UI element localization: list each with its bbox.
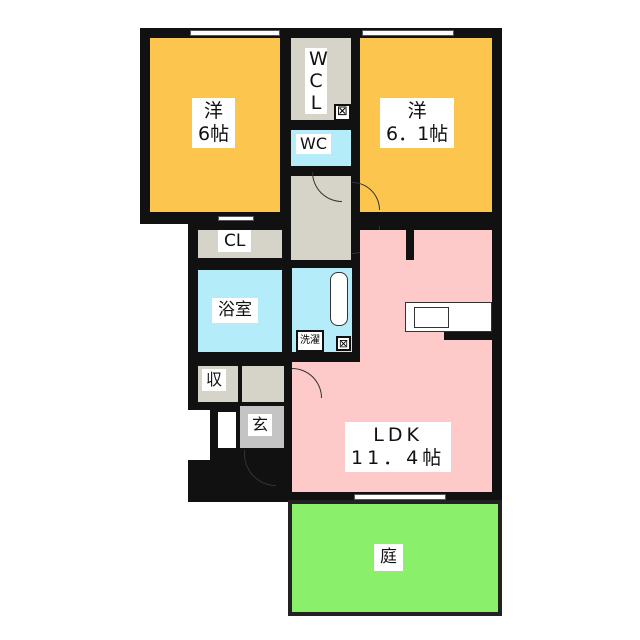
room-size: 6帖: [198, 123, 230, 145]
room-closet-label: CL: [218, 230, 252, 252]
room-name: 洋: [407, 100, 427, 122]
window: [190, 30, 280, 36]
room-entrance-label: 玄: [248, 414, 273, 436]
counter-wall: [444, 332, 492, 340]
window: [362, 30, 454, 36]
room-size: 11．4帖: [351, 447, 446, 469]
exterior-gap: [188, 410, 210, 460]
laundry-space: 洗濯: [296, 330, 324, 352]
room-bath-label: 浴室: [212, 298, 258, 323]
room-name: LDK: [373, 424, 423, 446]
wall-stub: [406, 222, 414, 260]
room-garden-label: 庭: [374, 544, 403, 571]
window: [354, 494, 446, 500]
closet-door: [218, 216, 254, 221]
duct-icon: ⊠: [336, 336, 351, 351]
room-wcl-label: WCL: [305, 48, 328, 114]
sink-icon: [330, 272, 348, 326]
room-size: 6．1帖: [386, 123, 449, 145]
room-storage-label: 収: [202, 369, 227, 391]
shoe-box: [218, 412, 236, 448]
kitchen-sink-icon: [414, 307, 449, 328]
room-name: 洋: [204, 100, 224, 122]
room-wc-label: WC: [296, 134, 331, 154]
entrance-hall: [242, 366, 284, 402]
kitchen-counter: [405, 302, 492, 332]
duct-icon: ⊠: [334, 104, 351, 121]
